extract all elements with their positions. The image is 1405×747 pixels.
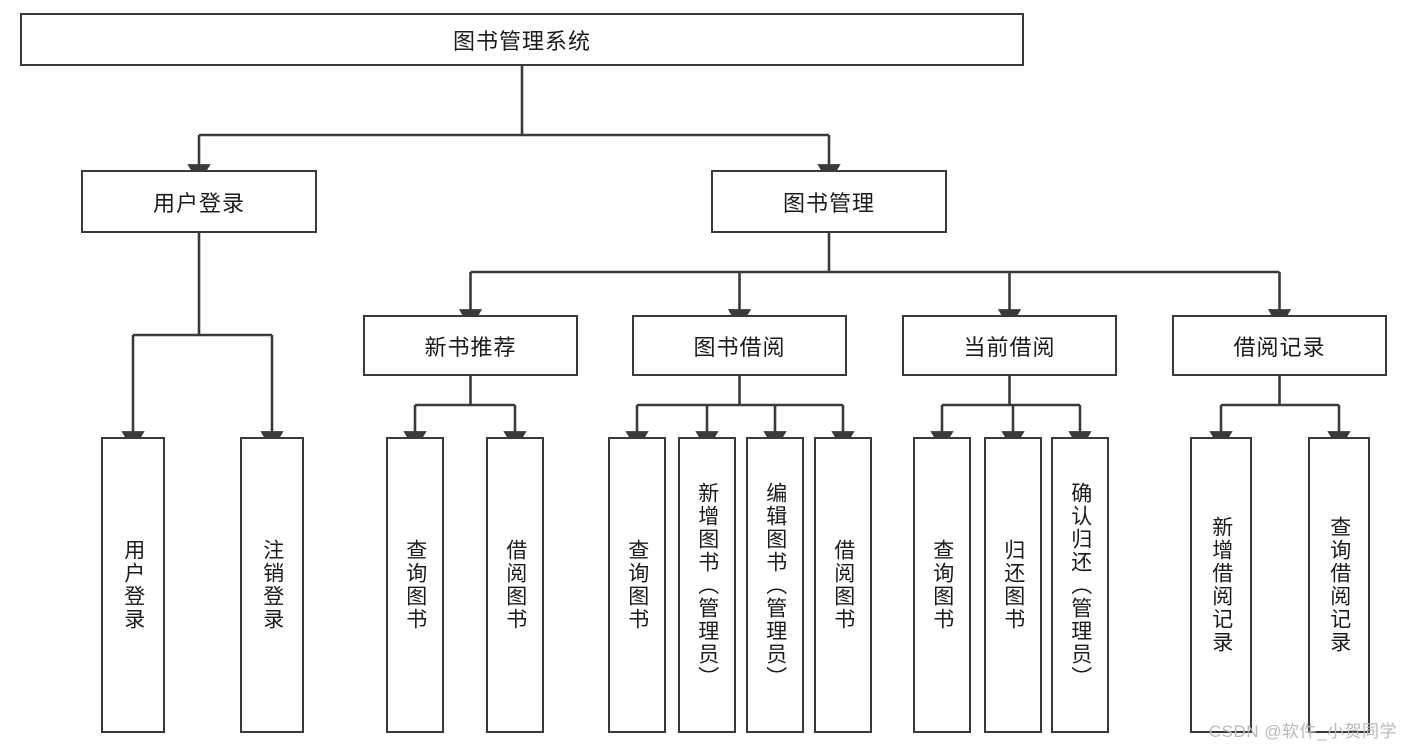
node-new-book-recommend-label: 新书推荐 — [424, 334, 517, 360]
node-leaf-borrow-book-recommend[interactable]: 借阅图书 — [486, 437, 544, 733]
node-leaf-return-book-label: 归还图书 — [1001, 539, 1025, 631]
node-leaf-query-book-current-label: 查询图书 — [930, 539, 954, 631]
watermark-text: CSDN @软件_小贺同学 — [1208, 722, 1397, 741]
node-book-manage-label: 图书管理 — [782, 190, 875, 216]
node-borrow-record[interactable]: 借阅记录 — [1172, 315, 1387, 376]
node-leaf-user-login-label: 用户登录 — [121, 539, 145, 631]
node-leaf-borrow-book[interactable]: 借阅图书 — [814, 437, 872, 733]
node-root-label: 图书管理系统 — [452, 28, 591, 54]
node-leaf-borrow-book-recommend-label: 借阅图书 — [503, 539, 527, 631]
node-current-borrow-label: 当前借阅 — [963, 334, 1056, 360]
node-book-borrow[interactable]: 图书借阅 — [632, 315, 847, 376]
node-leaf-add-book-admin[interactable]: 新增图书（管理员） — [678, 437, 736, 733]
node-leaf-query-borrow-record[interactable]: 查询借阅记录 — [1308, 437, 1370, 733]
node-leaf-add-borrow-record[interactable]: 新增借阅记录 — [1190, 437, 1252, 733]
node-leaf-user-logout-label: 注销登录 — [260, 539, 284, 631]
node-leaf-add-book-admin-label: 新增图书（管理员） — [695, 481, 719, 689]
node-leaf-edit-book-admin-label: 编辑图书（管理员） — [763, 481, 787, 689]
node-leaf-query-book-recommend-label: 查询图书 — [403, 539, 427, 631]
node-leaf-add-borrow-record-label: 新增借阅记录 — [1209, 516, 1233, 654]
node-leaf-confirm-return-admin-label: 确认归还（管理员） — [1068, 481, 1092, 689]
node-borrow-record-label: 借阅记录 — [1233, 334, 1326, 360]
node-book-borrow-label: 图书借阅 — [693, 334, 786, 360]
node-leaf-user-logout[interactable]: 注销登录 — [240, 437, 304, 733]
node-leaf-query-book-recommend[interactable]: 查询图书 — [386, 437, 444, 733]
node-leaf-query-book-borrow-label: 查询图书 — [625, 539, 649, 631]
node-leaf-borrow-book-label: 借阅图书 — [831, 539, 855, 631]
node-book-manage[interactable]: 图书管理 — [711, 170, 947, 233]
node-current-borrow[interactable]: 当前借阅 — [902, 315, 1117, 376]
node-leaf-query-borrow-record-label: 查询借阅记录 — [1327, 516, 1351, 654]
node-leaf-confirm-return-admin[interactable]: 确认归还（管理员） — [1051, 437, 1109, 733]
node-root[interactable]: 图书管理系统 — [20, 13, 1024, 66]
node-leaf-query-book-borrow[interactable]: 查询图书 — [608, 437, 666, 733]
node-user-login-label: 用户登录 — [152, 190, 245, 216]
node-leaf-user-login[interactable]: 用户登录 — [101, 437, 165, 733]
node-leaf-edit-book-admin[interactable]: 编辑图书（管理员） — [746, 437, 804, 733]
node-new-book-recommend[interactable]: 新书推荐 — [363, 315, 578, 376]
node-user-login[interactable]: 用户登录 — [81, 170, 317, 233]
node-leaf-query-book-current[interactable]: 查询图书 — [913, 437, 971, 733]
node-leaf-return-book[interactable]: 归还图书 — [984, 437, 1042, 733]
